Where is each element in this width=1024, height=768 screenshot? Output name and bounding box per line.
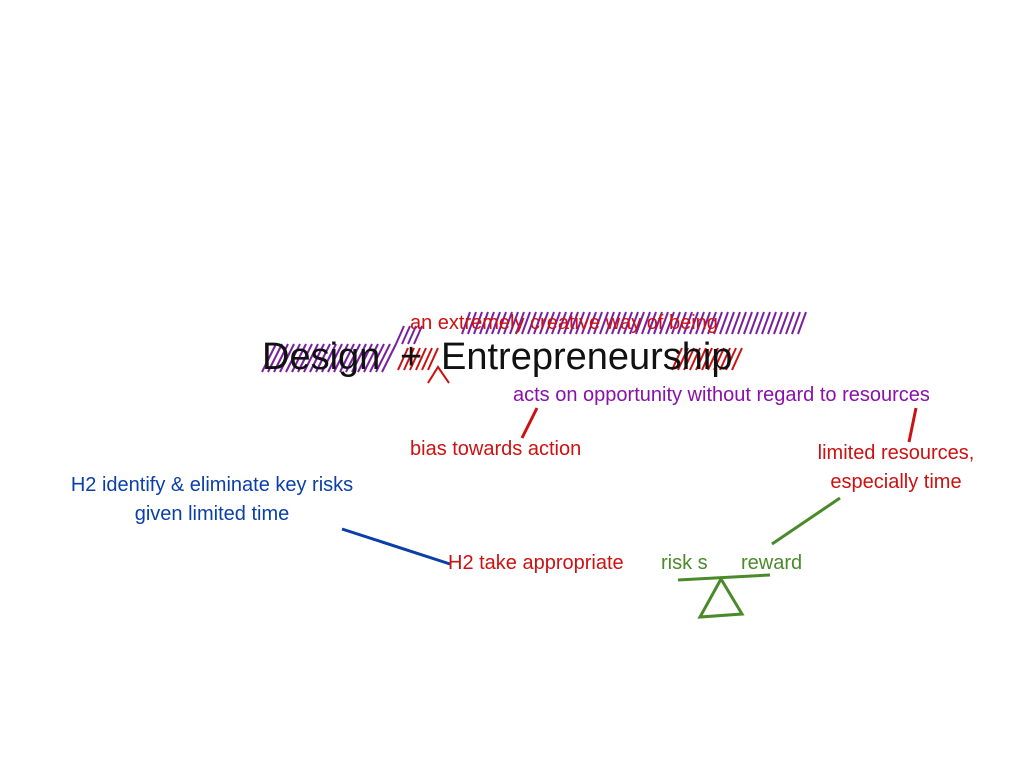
connector-reward — [771, 496, 841, 546]
h2-identify-line2: given limited time — [134, 503, 290, 525]
h2-take-appropriate-text: H2 take appropriate — [448, 552, 624, 574]
scribble-ship — [671, 347, 743, 371]
scribble-plus — [397, 347, 439, 371]
h2-identify-line1: H2 identify & eliminate key risks — [70, 474, 354, 496]
title-design: Design — [262, 336, 381, 378]
limited-resources-line1: limited resources, — [817, 442, 975, 464]
scribble-top-text: an extremely creative way of being — [410, 312, 718, 334]
bias-towards-action-text: bias towards action — [410, 438, 582, 460]
reward-text: reward — [741, 552, 803, 574]
scribble-design — [261, 325, 423, 373]
h2-identify-text: H2 identify & eliminate key risks given … — [40, 474, 384, 526]
seesaw-icon — [677, 573, 771, 619]
title-plus: + — [400, 336, 423, 378]
connector-bias — [520, 407, 539, 439]
limited-resources-text: limited resources, especially time — [796, 442, 996, 494]
insert-caret — [427, 365, 450, 384]
risk-text: risk s — [661, 552, 708, 574]
scribble-top — [461, 311, 807, 335]
connector-identify — [341, 527, 451, 566]
acts-on-opportunity-text: acts on opportunity without regard to re… — [513, 384, 930, 406]
title-entrepreneurship: Entrepreneurship — [441, 336, 733, 378]
connector-limited — [907, 407, 918, 443]
limited-resources-line2: especially time — [830, 471, 962, 493]
